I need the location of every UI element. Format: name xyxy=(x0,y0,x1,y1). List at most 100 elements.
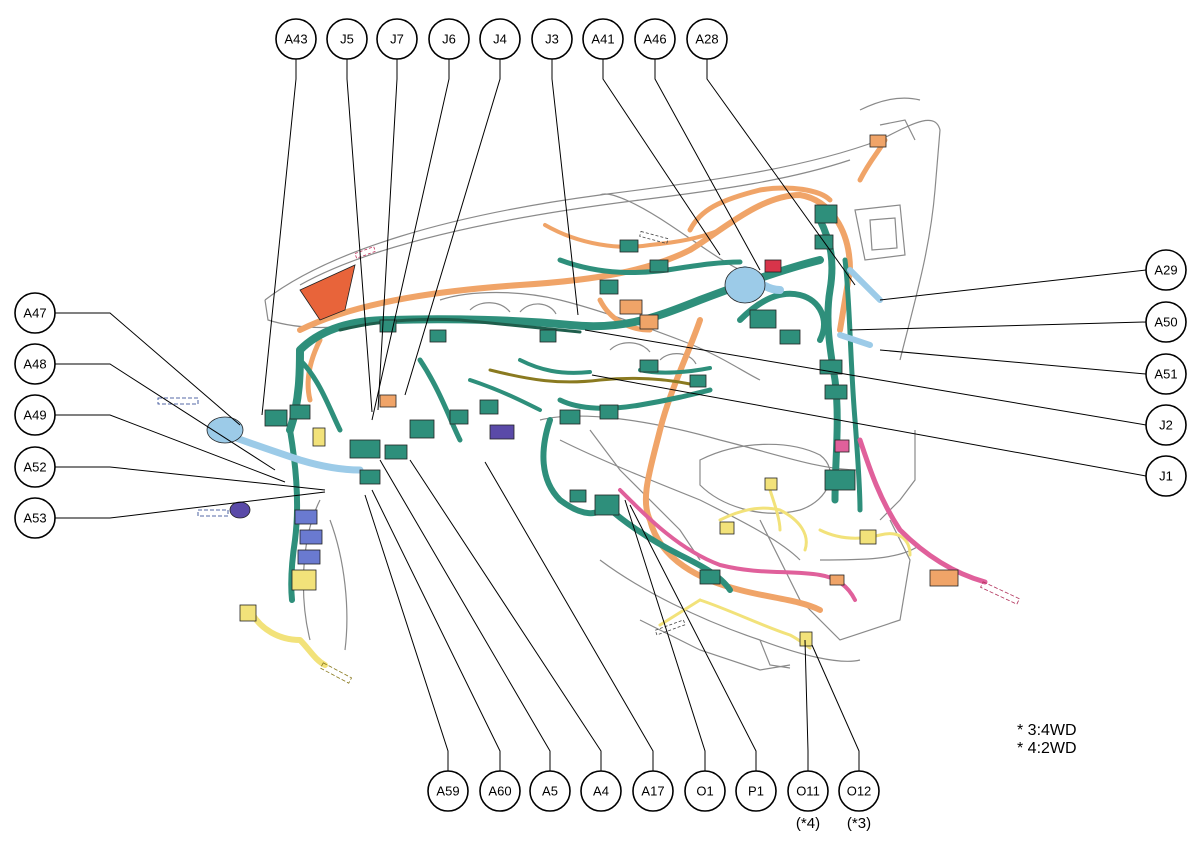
bubble-label-a52: A52 xyxy=(23,460,46,475)
leader-line-j6 xyxy=(371,59,450,421)
bubble-circle-a52 xyxy=(14,446,56,488)
bubble-label-j6: J6 xyxy=(442,32,456,47)
connector-bubble-a46: A46 xyxy=(634,18,676,60)
bubble-circle-a17 xyxy=(632,770,674,812)
bubble-note-o12: (*3) xyxy=(847,815,871,832)
bubble-label-a59: A59 xyxy=(436,784,459,799)
bubble-label-a49: A49 xyxy=(23,408,46,423)
bubble-circle-a29 xyxy=(1145,249,1187,291)
bubble-circle-a28 xyxy=(686,18,728,60)
leader-line-o11 xyxy=(804,639,809,771)
bubble-note-o11: (*4) xyxy=(796,815,820,832)
bubble-circle-j6 xyxy=(428,18,470,60)
bubble-circle-a59 xyxy=(427,770,469,812)
bubble-label-a43: A43 xyxy=(284,32,307,47)
connector-bubble-j1: J1 xyxy=(1145,455,1187,497)
bubble-circle-j5 xyxy=(326,18,368,60)
leader-line-j5 xyxy=(346,59,373,413)
bubble-label-j7: J7 xyxy=(390,32,404,47)
bubble-label-a48: A48 xyxy=(23,357,46,372)
leader-line-o1 xyxy=(624,499,706,771)
bubble-label-j5: J5 xyxy=(340,32,354,47)
bubble-circle-j3 xyxy=(531,18,573,60)
leader-line-p1 xyxy=(629,504,757,771)
leader-line-a50 xyxy=(849,321,1147,331)
leader-line-a41 xyxy=(602,59,721,256)
leader-line-a51 xyxy=(879,349,1147,375)
bubble-circle-j1 xyxy=(1145,455,1187,497)
bubble-label-j4: J4 xyxy=(493,32,507,47)
connector-bubble-a51: A51 xyxy=(1145,353,1187,395)
bubble-label-j1: J1 xyxy=(1159,469,1173,484)
bubble-circle-a5 xyxy=(529,770,571,812)
bubble-label-o12: O12 xyxy=(847,784,872,799)
bubble-circle-a60 xyxy=(479,770,521,812)
bubble-circle-o12 xyxy=(838,770,880,812)
bubble-label-a5: A5 xyxy=(542,784,558,799)
connector-bubble-j3: J3 xyxy=(531,18,573,60)
connector-bubble-a53: A53 xyxy=(14,497,56,539)
leader-line-j2 xyxy=(584,329,1147,426)
bubble-label-a41: A41 xyxy=(591,32,614,47)
leader-line-a4 xyxy=(409,459,602,771)
bubble-circle-a51 xyxy=(1145,353,1187,395)
connector-bubble-a4: A4 xyxy=(580,770,622,812)
leader-line-a28 xyxy=(706,59,856,286)
leader-line-a59 xyxy=(364,494,449,771)
leader-line-a43 xyxy=(261,59,297,416)
bubble-label-a4: A4 xyxy=(593,784,609,799)
leader-line-j3 xyxy=(551,59,579,316)
bubble-circle-a47 xyxy=(14,292,56,334)
bubble-circle-a4 xyxy=(580,770,622,812)
bubble-circle-a50 xyxy=(1145,301,1187,343)
bubble-label-j3: J3 xyxy=(545,32,559,47)
bubble-label-a17: A17 xyxy=(641,784,664,799)
bubble-circle-a46 xyxy=(634,18,676,60)
bubble-label-a51: A51 xyxy=(1154,367,1177,382)
connector-bubble-j2: J2 xyxy=(1145,404,1187,446)
bubble-circle-j4 xyxy=(479,18,521,60)
connector-bubble-a49: A49 xyxy=(14,394,56,436)
bubble-circle-a48 xyxy=(14,343,56,385)
bubble-circle-j7 xyxy=(376,18,418,60)
bubble-label-o11: O11 xyxy=(796,784,820,799)
connector-bubble-a60: A60 xyxy=(479,770,521,812)
leader-line-a46 xyxy=(654,59,761,271)
leader-line-a48 xyxy=(55,363,276,471)
connector-bubble-j5: J5 xyxy=(326,18,368,60)
leader-line-a47 xyxy=(55,312,241,426)
bubble-label-j2: J2 xyxy=(1159,418,1173,433)
bubble-label-a53: A53 xyxy=(23,511,46,526)
leader-line-j4 xyxy=(404,59,501,396)
leader-lines xyxy=(55,59,1147,771)
bubble-circle-a49 xyxy=(14,394,56,436)
harness-wires xyxy=(211,137,988,668)
bubble-label-a28: A28 xyxy=(695,32,718,47)
bubble-circle-o11 xyxy=(787,770,829,812)
bubble-label-a46: A46 xyxy=(643,32,666,47)
bubble-label-p1: P1 xyxy=(748,784,764,799)
bubble-circle-a41 xyxy=(582,18,624,60)
bubble-circle-a53 xyxy=(14,497,56,539)
leader-line-a5 xyxy=(379,459,551,771)
bubble-label-a29: A29 xyxy=(1154,263,1177,278)
bubble-label-a47: A47 xyxy=(23,306,46,321)
bubble-circle-a43 xyxy=(275,18,317,60)
connector-bubble-o1: O1 xyxy=(684,770,726,812)
connector-bubble-j4: J4 xyxy=(479,18,521,60)
leader-line-a17 xyxy=(484,461,654,771)
connector-bubble-a47: A47 xyxy=(14,292,56,334)
leader-line-a52 xyxy=(55,466,326,491)
bubble-label-o1: O1 xyxy=(696,784,713,799)
connector-bubble-j6: J6 xyxy=(428,18,470,60)
connector-bubble-a28: A28 xyxy=(686,18,728,60)
connector-bubble-j7: J7 xyxy=(376,18,418,60)
bubble-circle-p1 xyxy=(735,770,777,812)
connector-bubble-a41: A41 xyxy=(582,18,624,60)
leader-line-a60 xyxy=(371,489,501,771)
footnote-2wd: * 4:2WD xyxy=(1017,740,1077,757)
connector-bubble-a5: A5 xyxy=(529,770,571,812)
